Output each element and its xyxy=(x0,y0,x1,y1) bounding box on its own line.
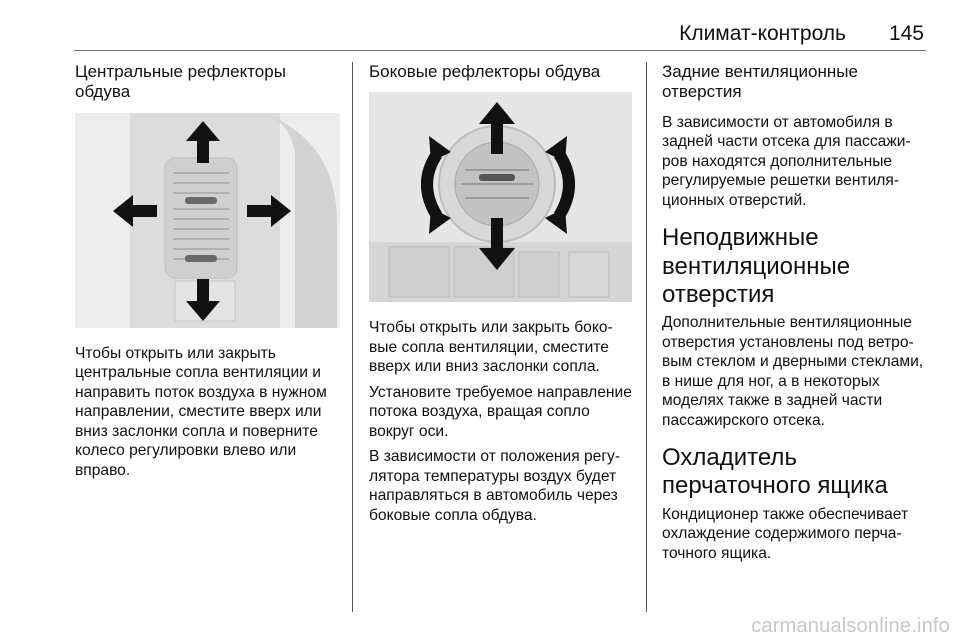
center-vents-text: Чтобы открыть или закрыть центральные со… xyxy=(75,344,327,479)
center-vent-figure xyxy=(75,112,340,328)
rear-vents-heading: Задние вентиляционные отверстия xyxy=(662,62,858,102)
middle-column: Боковые рефлекторы обдува Чтобы открыть … xyxy=(369,62,633,531)
page-number: 145 xyxy=(888,22,924,45)
center-vents-heading: Центральные рефлекторы обдува xyxy=(75,62,286,102)
side-vent-figure xyxy=(369,92,632,303)
header-rule xyxy=(74,50,926,51)
right-column: Задние вентиляционные отверстия В зависи… xyxy=(662,62,930,569)
side-vents-text-1: Чтобы открыть или закрыть боко­вые сопла… xyxy=(369,319,613,376)
glovebox-cooling-text: Кондиционер также обеспечивает охлаждени… xyxy=(662,505,909,562)
rear-vents-text: В зависимости от автомобиля в задней час… xyxy=(662,113,911,209)
glovebox-cooling-heading: Охладитель перчаточного ящика xyxy=(662,444,888,500)
side-vents-text-3: В зависимости от положения регу­лятора т… xyxy=(369,448,621,524)
fixed-vents-text: Дополнительные вентиляционные отверстия … xyxy=(662,314,924,429)
column-divider-1 xyxy=(352,62,353,612)
side-vents-text-2: Установите требуемое направле­ние потока… xyxy=(369,383,632,440)
column-divider-2 xyxy=(646,62,647,612)
watermark: carmanualsonline.info xyxy=(751,615,950,637)
page-header-title: Климат-контроль xyxy=(679,22,846,45)
fixed-vents-heading: Неподвижные вентиляционные отверстия xyxy=(662,224,851,308)
side-vents-heading: Боковые рефлекторы обдува xyxy=(369,62,601,81)
left-column: Центральные рефлекторы обдува Чтобы откр… xyxy=(75,62,343,486)
